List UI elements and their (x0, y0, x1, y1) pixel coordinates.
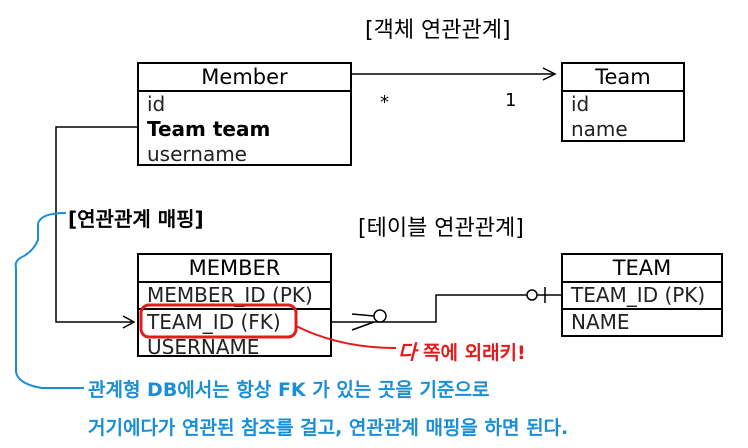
member-field-team: Team team (147, 117, 271, 141)
fk-note-emphasis: 다 (398, 340, 417, 364)
team-field-name: name (571, 117, 628, 141)
member-entity: Member id Team team username (137, 62, 352, 166)
member-column-username: USERNAME (147, 335, 260, 359)
multiplicity-many: * (380, 92, 389, 113)
team-table-name: TEAM (563, 255, 721, 283)
bottom-note-line1: 관계형 DB에서는 항상 FK 가 있는 곳을 기준으로 (88, 379, 490, 401)
fk-side-note: 다 쪽에 외래키! (398, 336, 526, 365)
member-field-username: username (147, 142, 247, 166)
team-field-id: id (571, 92, 590, 116)
one-optional-marker (526, 289, 538, 301)
member-column-team-id: TEAM_ID (FK) (147, 310, 281, 334)
team-entity: Team id name (561, 62, 685, 142)
mapping-arrow (55, 126, 137, 329)
zero-optional-marker (373, 309, 387, 323)
member-entity-name: Member (139, 64, 350, 92)
team-column-team-id: TEAM_ID (PK) (563, 283, 721, 310)
multiplicity-one: 1 (505, 90, 517, 111)
association-arrow (352, 67, 557, 81)
fk-note-text: 쪽에 외래키! (416, 342, 526, 364)
team-column-name: NAME (571, 310, 630, 334)
bottom-note-line2: 거기에다가 연관된 참조를 걸고, 연관관계 매핑을 하면 된다. (88, 417, 569, 439)
blue-bracket (14, 212, 84, 389)
table-relation-line (332, 287, 561, 331)
member-field-id: id (147, 92, 166, 116)
member-table-name: MEMBER (139, 255, 330, 283)
table-relationship-title: [테이블 연관관계] (358, 216, 524, 241)
team-table: TEAM TEAM_ID (PK) NAME (561, 253, 723, 337)
mapping-label: [연관관계 매핑] (68, 207, 204, 231)
object-relationship-title: [객체 연관관계] (365, 18, 511, 43)
fk-highlight (139, 303, 397, 349)
team-entity-name: Team (563, 64, 683, 92)
member-column-member-id: MEMBER_ID (PK) (139, 283, 330, 310)
